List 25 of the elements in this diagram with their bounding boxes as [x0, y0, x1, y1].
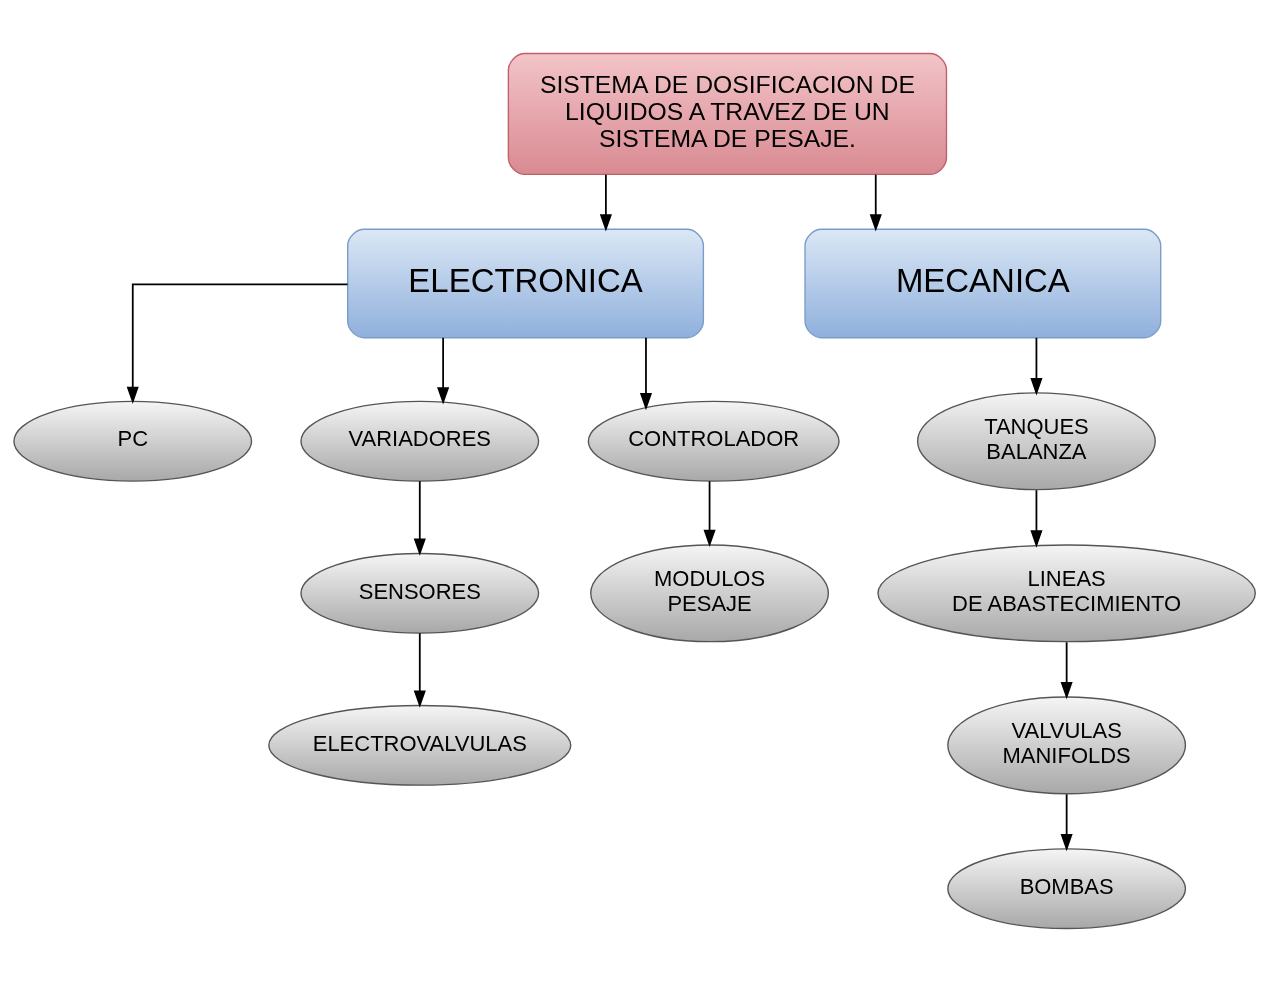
node-ellipse: PC [13, 400, 253, 482]
node-box: SISTEMA DE DOSIFICACION DE LIQUIDOS A TRAVEZ DE UN SISTEMA DE PESAJE. [507, 52, 948, 175]
arrow [437, 336, 450, 405]
arrow [413, 631, 426, 708]
node-ellipse: VARIADORES [300, 400, 540, 482]
node-ellipse: CONTROLADOR [587, 400, 840, 482]
node-ellipse: LINEAS DE ABASTECIMIENTO [877, 543, 1256, 642]
arrow [1060, 640, 1073, 699]
arrow [639, 336, 653, 410]
node-ellipse: TANQUES BALANZA [916, 391, 1156, 490]
arrow [1030, 488, 1043, 548]
node-ellipse: ELECTROVALVULAS [268, 704, 572, 786]
arrow [599, 173, 612, 232]
arrow [869, 173, 882, 232]
arrow [1030, 336, 1043, 395]
arrow [1060, 792, 1073, 851]
node-box: MECANICA [804, 228, 1162, 338]
node-box: ELECTRONICA [347, 228, 705, 338]
node-ellipse: MODULOS PESAJE [590, 543, 830, 642]
arrow [126, 283, 349, 404]
node-ellipse: SENSORES [300, 552, 540, 634]
node-ellipse: VALVULAS MANIFOLDS [947, 695, 1187, 794]
arrow [703, 479, 716, 547]
arrow [413, 479, 426, 556]
node-ellipse: BOMBAS [947, 847, 1187, 929]
